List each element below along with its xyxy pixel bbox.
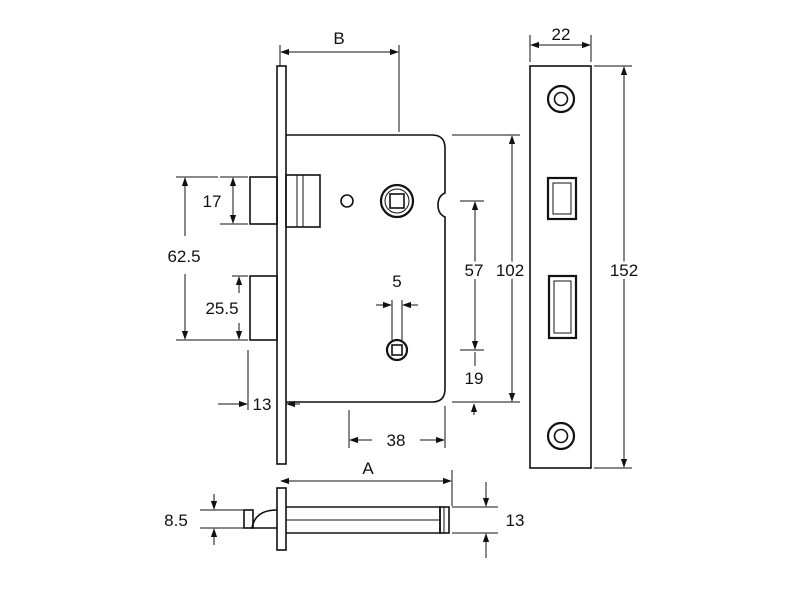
turn-spindle-square (391, 344, 403, 356)
label-57: 57 (465, 261, 484, 280)
label-62-5: 62.5 (167, 247, 200, 266)
label-8-5: 8.5 (164, 511, 188, 530)
label-B: B (333, 29, 344, 48)
lock-side-view (243, 487, 450, 551)
strike-screw-top (553, 91, 569, 107)
side-forend (276, 487, 287, 551)
turn-spindle-outer (385, 338, 409, 362)
label-19: 19 (465, 369, 484, 388)
forend-plate (276, 65, 287, 465)
privacy-bolt (249, 275, 278, 341)
lock-case-outline (286, 134, 446, 403)
lock-body (249, 65, 446, 465)
side-latch-nose (251, 509, 278, 529)
label-5: 5 (392, 272, 401, 291)
fixing-hole (340, 194, 354, 208)
strike-plate (529, 65, 592, 469)
label-22: 22 (552, 25, 571, 44)
dimension-labels: B 22 152 102 57 19 38 5 17 62.5 25.5 13 … (164, 25, 641, 530)
label-13-bottom: 13 (506, 511, 525, 530)
follower-outer (379, 183, 415, 219)
dimension-lines (176, 35, 632, 558)
label-152: 152 (610, 261, 638, 280)
label-13-latch: 13 (253, 395, 272, 414)
label-A: A (362, 459, 374, 478)
label-17: 17 (203, 192, 222, 211)
label-25-5: 25.5 (205, 299, 238, 318)
strike-latch-slot (546, 176, 578, 221)
label-102: 102 (496, 261, 524, 280)
strike-plate-outline (529, 65, 592, 469)
follower-square (389, 193, 405, 209)
strike-bolt-slot (547, 274, 578, 340)
label-38: 38 (387, 431, 406, 450)
strike-screw-bottom (553, 428, 569, 444)
latch-bolt (249, 176, 278, 225)
